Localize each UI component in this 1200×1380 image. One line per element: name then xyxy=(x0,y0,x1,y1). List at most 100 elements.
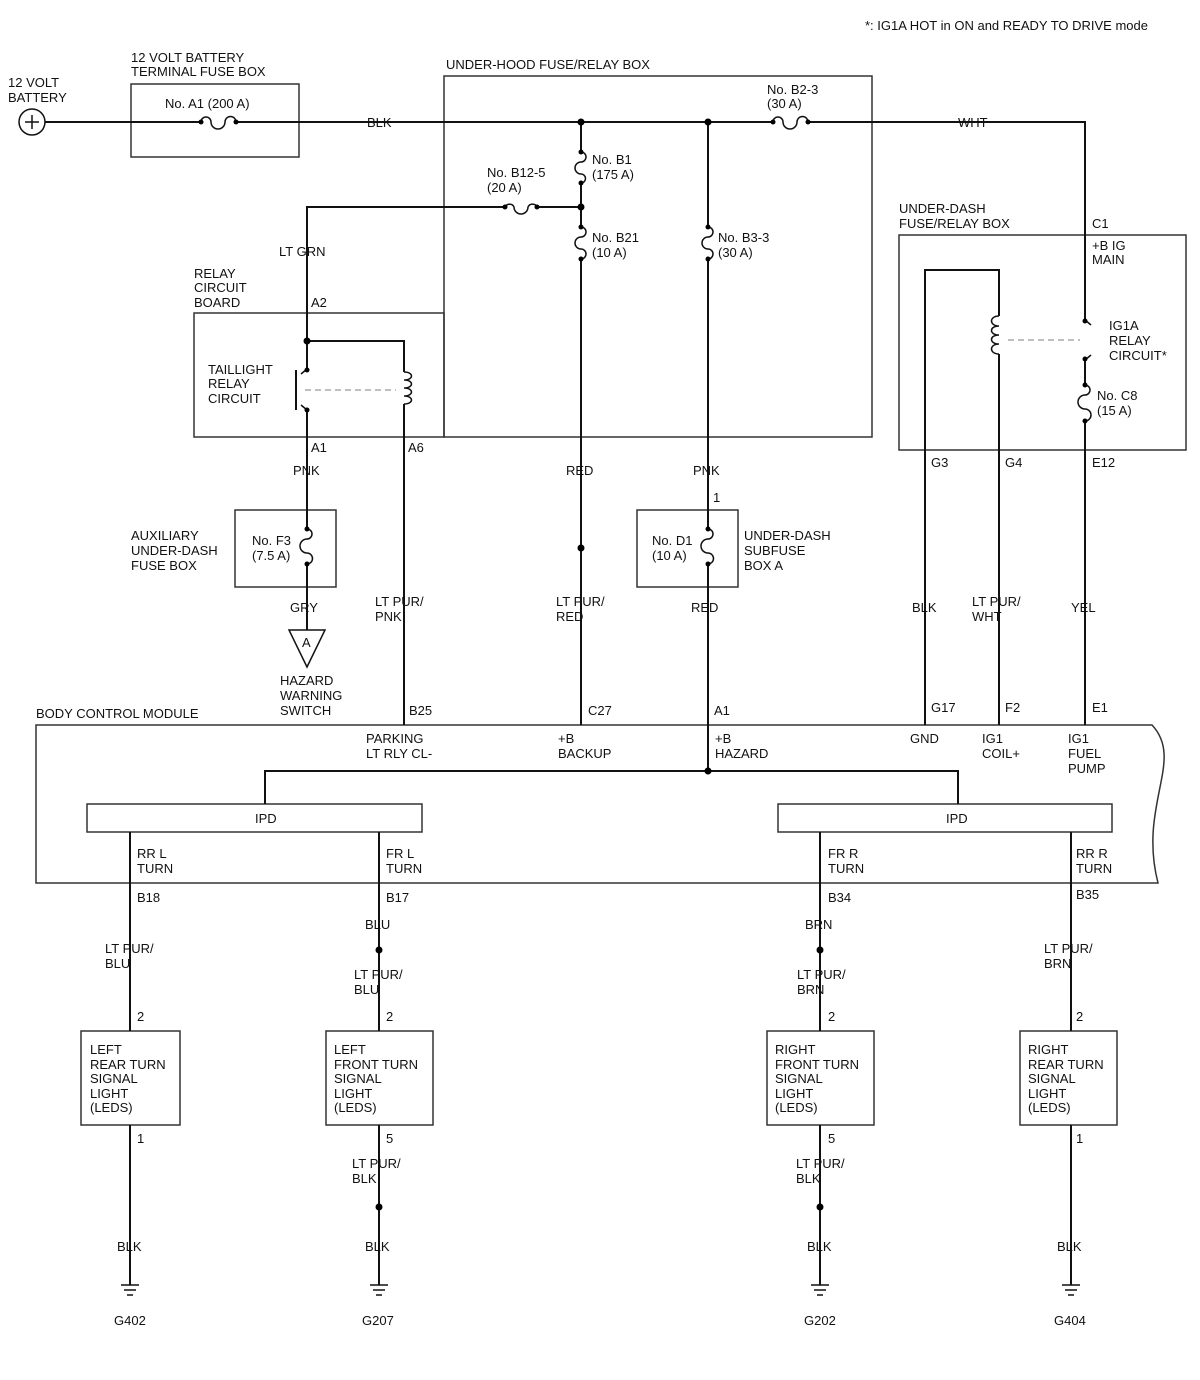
term-ig1-fuel-3: PUMP xyxy=(1068,761,1106,776)
rf-wire-out-2: BLK xyxy=(796,1171,821,1186)
lf-wire-out-1: LT PUR/ xyxy=(352,1156,401,1171)
fuse-a1-symbol xyxy=(198,115,239,130)
rf-wire-top: BRN xyxy=(805,917,832,932)
lr-wire-in-2: BLU xyxy=(105,956,130,971)
term-backup-1: +B xyxy=(558,731,574,746)
subfuse-box-title-1: UNDER-DASH xyxy=(744,528,831,543)
terminal-fuse-box-title-1: 12 VOLT BATTERY xyxy=(131,50,245,65)
lr-wire-out: BLK xyxy=(117,1239,142,1254)
fuse-b3-3-label-1: No. B3-3 xyxy=(718,230,769,245)
lr-wire-in-1: LT PUR/ xyxy=(105,941,154,956)
body-control-module xyxy=(35,724,1165,884)
pin-a1-relay: A1 xyxy=(311,440,327,455)
rf-name-5: (LEDS) xyxy=(775,1100,818,1115)
lf-wire-in-2: BLU xyxy=(354,982,379,997)
rf-name-2: FRONT TURN xyxy=(775,1057,859,1072)
term-rr-l-1: RR L xyxy=(137,846,167,861)
rr-name-5: (LEDS) xyxy=(1028,1100,1071,1115)
lf-name-5: (LEDS) xyxy=(334,1100,377,1115)
rr-wire-out: BLK xyxy=(1057,1239,1082,1254)
term-ig1-fuel-1: IG1 xyxy=(1068,731,1089,746)
pin-b35: B35 xyxy=(1076,887,1099,902)
wire-pnk-a1: PNK xyxy=(293,463,320,478)
wire-lt-pur-red-2: RED xyxy=(556,609,583,624)
rr-pin-out: 1 xyxy=(1076,1131,1083,1146)
fuse-b2-3-label-1: No. B2-3 xyxy=(767,82,818,97)
fuse-b3-3-label-2: (30 A) xyxy=(718,245,753,260)
pin-g3: G3 xyxy=(931,455,948,470)
rf-name-3: SIGNAL xyxy=(775,1071,823,1086)
wire-red-d1: RED xyxy=(691,600,718,615)
lf-name-1: LEFT xyxy=(334,1042,366,1057)
rr-wire-in-1: LT PUR/ xyxy=(1044,941,1093,956)
lr-pin-out: 1 xyxy=(137,1131,144,1146)
pin-b18: B18 xyxy=(137,890,160,905)
wire-lt-pur-pnk-1: LT PUR/ xyxy=(375,594,424,609)
lf-wire-ground: BLK xyxy=(365,1239,390,1254)
fuse-d1-symbol xyxy=(700,526,715,567)
wire-red-b21: RED xyxy=(566,463,593,478)
lf-wire-top: BLU xyxy=(365,917,390,932)
lr-name-2: REAR TURN xyxy=(90,1057,166,1072)
fuse-f3-symbol xyxy=(299,526,314,567)
rf-name-4: LIGHT xyxy=(775,1086,813,1101)
fuse-c8-label-1: No. C8 xyxy=(1097,388,1137,403)
term-hazard-2: HAZARD xyxy=(715,746,768,761)
ig1a-relay-label-3: CIRCUIT* xyxy=(1109,348,1167,363)
hazard-label-2: WARNING xyxy=(280,688,342,703)
taillight-relay-label-2: RELAY xyxy=(208,376,250,391)
fuse-c8-symbol xyxy=(1077,382,1092,424)
rf-ground: G202 xyxy=(804,1313,836,1328)
under-hood-title: UNDER-HOOD FUSE/RELAY BOX xyxy=(446,57,650,72)
ipd-left-label: IPD xyxy=(255,811,277,826)
term-parking-1: PARKING xyxy=(366,731,424,746)
hazard-connector-letter: A xyxy=(302,635,311,650)
ground-g202-symbol xyxy=(811,1284,829,1296)
relay-board-title-3: BOARD xyxy=(194,295,240,310)
rr-name-3: SIGNAL xyxy=(1028,1071,1076,1086)
fuse-b12-5-label-2: (20 A) xyxy=(487,180,522,195)
term-fr-r-2: TURN xyxy=(828,861,864,876)
labels: *: IG1A HOT in ON and READY TO DRIVE mod… xyxy=(8,18,1167,1328)
lf-name-4: LIGHT xyxy=(334,1086,372,1101)
relay-circuit-board xyxy=(193,312,445,438)
ipd-right-label: IPD xyxy=(946,811,968,826)
ground-g402-symbol xyxy=(121,1284,139,1296)
ipd-left-box xyxy=(86,803,423,833)
fuse-b21-symbol xyxy=(574,224,587,262)
wire-gry: GRY xyxy=(290,600,318,615)
subfuse-box-title-3: BOX A xyxy=(744,558,783,573)
ground-symbols xyxy=(121,1284,1080,1296)
pin-g17: G17 xyxy=(931,700,956,715)
fuse-b12-5-symbol xyxy=(502,203,540,215)
terminal-fuse-box-title-2: TERMINAL FUSE BOX xyxy=(131,64,266,79)
ipd-right-box xyxy=(777,803,1113,833)
under-hood-fuse-relay-box xyxy=(443,75,873,438)
wire-blk-main: BLK xyxy=(367,115,392,130)
lf-pin-in: 2 xyxy=(386,1009,393,1024)
term-hazard-1: +B xyxy=(715,731,731,746)
fuse-b12-5-label-1: No. B12-5 xyxy=(487,165,546,180)
fuse-symbols xyxy=(198,115,1092,567)
fuse-b2-3-label-2: (30 A) xyxy=(767,96,802,111)
term-backup-2: BACKUP xyxy=(558,746,611,761)
auxiliary-fuse-box xyxy=(234,509,337,588)
rf-wire-out-1: LT PUR/ xyxy=(796,1156,845,1171)
hazard-connector-symbol xyxy=(287,629,327,669)
term-fr-l-1: FR L xyxy=(386,846,414,861)
pin-f2: F2 xyxy=(1005,700,1020,715)
term-gnd: GND xyxy=(910,731,939,746)
wire-yel: YEL xyxy=(1071,600,1096,615)
rr-name-1: RIGHT xyxy=(1028,1042,1069,1057)
relay-board-title-1: RELAY xyxy=(194,266,236,281)
fuse-b2-3-symbol xyxy=(770,115,811,130)
ground-g207-symbol xyxy=(370,1284,388,1296)
wire-wht: WHT xyxy=(958,115,988,130)
hazard-label-1: HAZARD xyxy=(280,673,333,688)
wire-lt-pur-red-1: LT PUR/ xyxy=(556,594,605,609)
under-dash-title-1: UNDER-DASH xyxy=(899,201,986,216)
rr-wire-in-2: BRN xyxy=(1044,956,1071,971)
battery-symbol xyxy=(18,108,46,136)
pin-a2: A2 xyxy=(311,295,327,310)
rf-wire-in-2: BRN xyxy=(797,982,824,997)
